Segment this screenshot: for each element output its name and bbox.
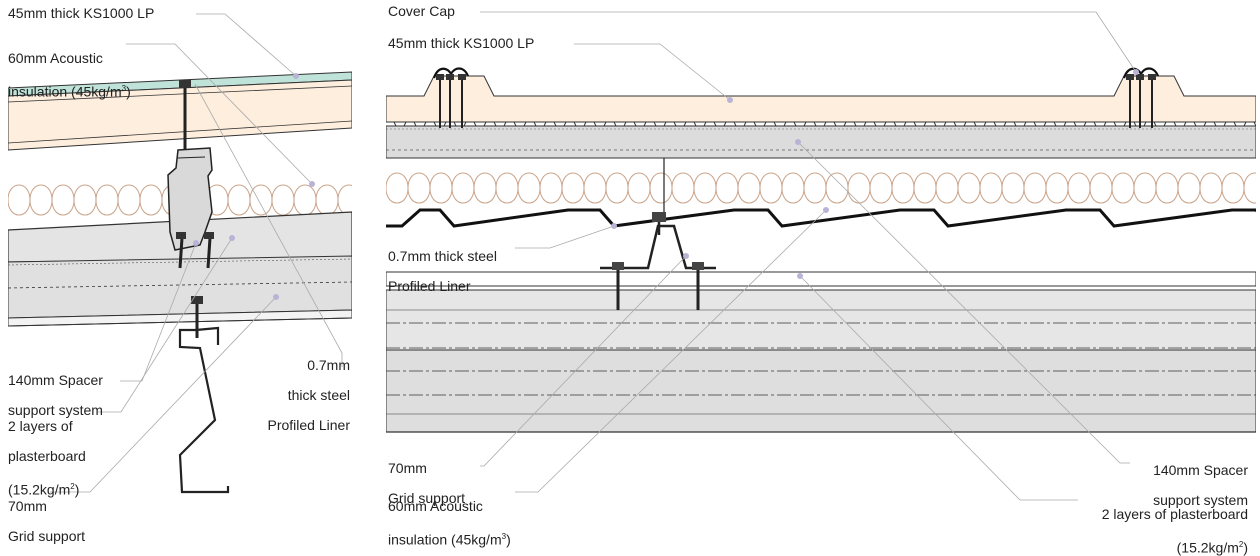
right-label-insulation-line2: insulation (45kg/m: [388, 531, 502, 548]
right-plasterboard-top: [386, 271, 1256, 287]
left-label-insulation-end: ): [126, 83, 131, 100]
right-leaders: [480, 11, 1137, 501]
right-label-liner-line1: 0.7mm thick steel: [388, 248, 497, 264]
left-label-plaster: 2 layers of plasterboard (15.2kg/m2): [8, 404, 86, 498]
left-label-grid-line2: Grid support: [8, 528, 86, 544]
right-label-grid-line1: 70mm: [388, 460, 427, 476]
left-label-insulation: 60mm Acoustic insulation (45kg/m3): [8, 36, 131, 100]
left-leaders: [50, 13, 343, 493]
left-grid-support: [178, 296, 230, 494]
left-section-detail: [8, 71, 352, 327]
left-label-liner: 0.7mm thick steel Profiled Liner: [238, 343, 351, 433]
left-label-insulation-line2: insulation (45kg/m: [8, 83, 122, 100]
left-label-panel: 45mm thick KS1000 LP: [8, 5, 155, 21]
right-label-grid: 70mm Grid support: [388, 446, 465, 506]
left-label-plaster-end: ): [74, 481, 80, 498]
left-spacer-bracket: [167, 80, 214, 269]
right-label-plaster: 2 layers of plasterboard (15.2kg/m2): [1040, 492, 1248, 556]
left-label-plaster-sup: 2: [70, 482, 75, 491]
right-panel-liner-rib: [386, 121, 1256, 127]
right-label-spacer-line2: support system: [1153, 492, 1248, 508]
right-insulation: [386, 160, 1256, 220]
left-label-spacer-line2: support system: [8, 402, 103, 418]
insulation-bg: [386, 160, 1256, 220]
right-label-insulation-end: ): [506, 531, 511, 548]
section-drawings-svg: [8, 11, 1256, 501]
right-label-grid-line2: Grid support: [388, 490, 466, 506]
cap-fixing-head: [1126, 74, 1134, 80]
left-label-spacer-line1: 140mm Spacer: [8, 372, 103, 388]
left-label-spacer: 140mm Spacer support system: [8, 358, 103, 418]
cover-cap: [432, 67, 470, 79]
right-cover-caps: [432, 67, 1160, 128]
insulation-loops: [386, 172, 1256, 204]
left-leader-dots: [193, 73, 315, 300]
right-panel-core: [386, 75, 1256, 123]
cap-fixing-head: [446, 74, 454, 80]
right-label-insulation-line1: 60mm Acoustic: [388, 498, 483, 514]
right-grid-support: [600, 158, 716, 310]
right-label-plaster-line1: 2 layers of plasterboard: [1101, 506, 1248, 522]
right-label-spacer: 140mm Spacer support system: [1090, 448, 1248, 508]
right-label-spacer-line1: 140mm Spacer: [1153, 462, 1248, 478]
left-label-plaster-line1: 2 layers of: [8, 418, 73, 434]
cap-fixing-head: [1136, 74, 1144, 80]
left-label-grid-line1: 70mm: [8, 498, 47, 514]
right-label-plaster-end: ): [1243, 539, 1248, 556]
left-label-insulation-line1: 60mm Acoustic: [8, 50, 103, 66]
right-label-insulation: 60mm Acoustic insulation (45kg/m3): [388, 484, 511, 548]
right-liner-board: [386, 125, 1256, 159]
left-label-liner-line1: 0.7mm: [307, 357, 350, 373]
left-label-insulation-sup: 3: [121, 84, 127, 93]
right-section-detail: [386, 75, 1256, 433]
left-plasterboard: [8, 255, 352, 319]
right-profiled-liner: [386, 208, 1256, 228]
right-label-liner: 0.7mm thick steel Profiled Liner: [388, 234, 497, 294]
right-leader-dots: [611, 69, 1139, 279]
left-label-liner-line2: thick steel: [287, 387, 350, 403]
cap-fixing-head: [436, 74, 444, 80]
right-label-liner-line2: Profiled Liner: [388, 278, 471, 294]
roof-detail-drawing: 45mm thick KS1000 LP 60mm Acoustic insul…: [8, 3, 1256, 555]
left-label-plaster-line3: (15.2kg/m: [8, 481, 71, 498]
left-label-grid: 70mm Grid support: [8, 484, 85, 544]
right-plasterboard-2: [386, 349, 1256, 433]
left-label-plaster-line2: plasterboard: [8, 448, 86, 464]
right-label-cover-cap: Cover Cap: [388, 3, 455, 19]
right-label-panel: 45mm thick KS1000 LP: [388, 35, 535, 51]
left-top-screw: [179, 80, 191, 150]
cap-fixing-head: [1148, 74, 1156, 80]
left-panel-core: [8, 79, 352, 151]
cap-fixing-head: [458, 74, 466, 80]
right-plasterboard-1: [386, 289, 1256, 351]
left-bracket-screws: [176, 232, 214, 269]
cover-cap: [1122, 67, 1160, 79]
left-label-liner-line3: Profiled Liner: [267, 417, 351, 433]
right-label-plaster-line2: (15.2kg/m: [1176, 539, 1239, 556]
